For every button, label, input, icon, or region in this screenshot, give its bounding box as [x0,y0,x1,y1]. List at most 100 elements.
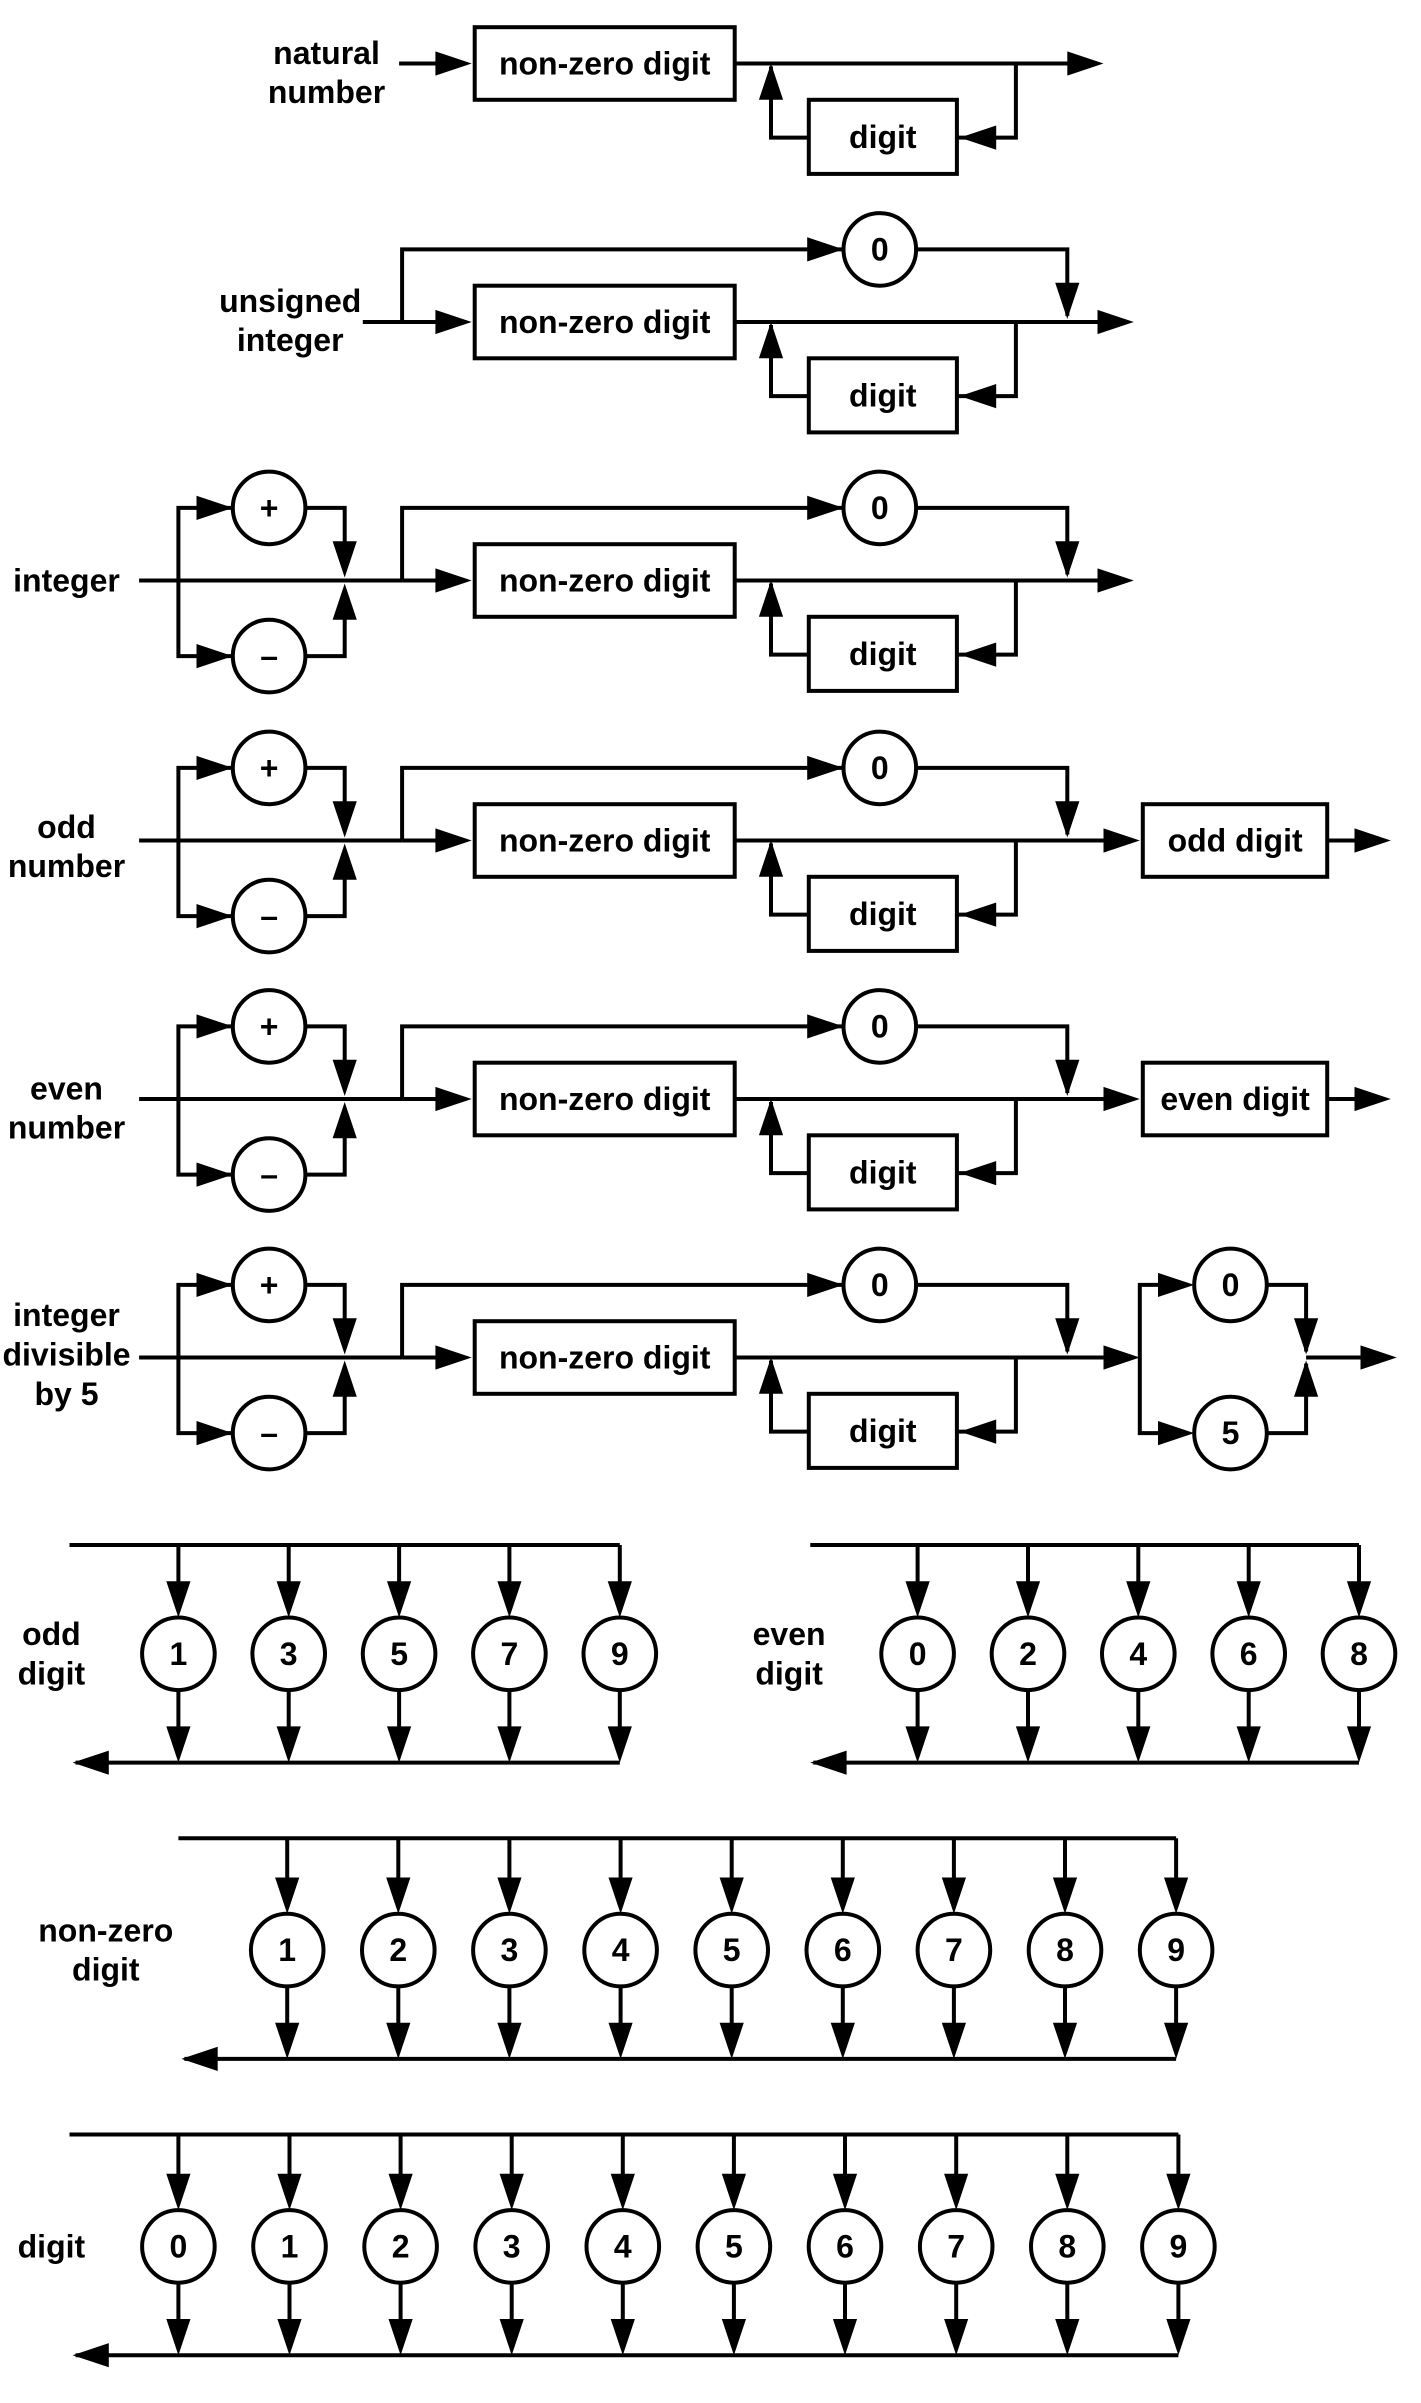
digit-2-terminal [360,1911,437,1989]
arrow-head [610,2319,635,2356]
arrow-head [1055,1059,1080,1096]
connector-line [956,840,1018,917]
odd-digit-box-label: odd digit [1168,823,1303,859]
arrow-head [196,1421,233,1446]
arrow-head [959,642,997,667]
arrow-head [166,2319,191,2356]
arrow-head [435,309,472,335]
rule-label: digit [18,2228,86,2264]
arrow-head [810,1750,847,1775]
arrow-head [944,2173,969,2211]
arrow-head [758,840,784,877]
arrow-head [832,2319,858,2356]
rule-label: integer [237,322,344,358]
arrow-head [196,904,233,929]
arrow-head [499,2173,524,2211]
arrow-head [276,1726,301,1763]
arrow-head [610,2173,635,2211]
non-zero-digit-box-label: non-zero digit [499,1340,711,1376]
digit-6-terminal-label: 6 [1240,1636,1258,1672]
connector-line [176,840,235,919]
arrow-head [832,2173,858,2211]
connector-line [176,580,235,659]
connector-line [176,1282,235,1358]
arrow-head [807,755,844,780]
digit-7-terminal-label: 7 [501,1636,519,1672]
digit-3-terminal [471,1911,548,1989]
connector-line [1266,1363,1309,1436]
arrow-head [1158,1421,1195,1446]
arrow-head [497,1877,522,1914]
digit-1-terminal-label: 1 [281,2228,299,2264]
plus-terminal-label: + [260,1008,279,1044]
arrow-head [608,1877,633,1914]
connector-line [305,765,347,832]
digit-2-terminal-label: 2 [389,1932,407,1968]
arrow-head [276,1581,301,1618]
arrow-head [332,1318,357,1355]
digit-0-terminal-label: 0 [909,1636,927,1672]
digit-1-terminal [248,1911,326,1989]
arrow-head [332,1059,357,1096]
non-zero-digit-box [472,542,737,619]
plus-terminal-label: + [260,490,279,526]
digit-9-terminal-label: 9 [611,1636,629,1672]
connector-line [305,1282,347,1349]
digit-0-terminal-label: 0 [170,2228,188,2264]
digit-box [806,1391,959,1470]
connector-line [769,583,809,657]
non-zero-digit-box-label: non-zero digit [499,304,711,340]
connector-line [176,505,235,581]
connector-line [305,1108,347,1177]
rule-label: integer [13,563,120,599]
non-zero-digit-box [472,1319,737,1396]
arrow-head [1236,1581,1261,1618]
rule-label: odd [22,1616,81,1652]
zero-terminal-label: 0 [871,1008,889,1044]
arrow-head [435,568,472,593]
digit-7-terminal-label: 7 [945,1932,963,1968]
arrow-head [332,1360,357,1397]
arrow-head [1055,282,1080,319]
digit-6-terminal [804,1911,882,1989]
digit-box-label: digit [849,896,917,932]
arrow-head [905,1581,930,1618]
minus-terminal-label: – [260,638,278,674]
digit-4-terminal-label: 4 [612,1932,630,1968]
arrow-head [497,2022,522,2059]
arrow-head [1097,568,1134,593]
rule-label: by 5 [34,1376,98,1412]
connector-line [400,1282,847,1358]
arrow-head [166,2173,191,2211]
connector-line [769,325,809,399]
rule-label: digit [18,1656,86,1692]
arrow-head [1103,1086,1140,1112]
arrow-head [387,1726,412,1763]
digit-8-terminal-label: 8 [1058,2228,1076,2264]
rule-label: natural [273,35,380,71]
arrow-head [387,1581,412,1618]
arrow-head [608,2022,633,2059]
arrow-head [332,541,357,578]
arrow-head [499,2319,524,2356]
non-zero-digit-box-label: non-zero digit [499,563,711,599]
rule-label: even [753,1616,826,1652]
digit-5-terminal [693,1911,771,1989]
rule-label: odd [37,809,96,845]
rule-label: unsigned [219,283,361,319]
non-zero-digit-box-label: non-zero digit [499,46,711,82]
minus-terminal-label: – [260,1415,278,1451]
arrow-head [1052,1877,1078,1914]
connector-line [956,580,1018,657]
arrow-head [607,1581,632,1618]
arrow-head [959,1419,997,1444]
arrow-head [497,1726,522,1763]
arrow-head [435,51,472,76]
arrow-head [1126,1726,1151,1763]
arrow-head [807,237,844,262]
minus-terminal-label: – [260,1157,278,1193]
